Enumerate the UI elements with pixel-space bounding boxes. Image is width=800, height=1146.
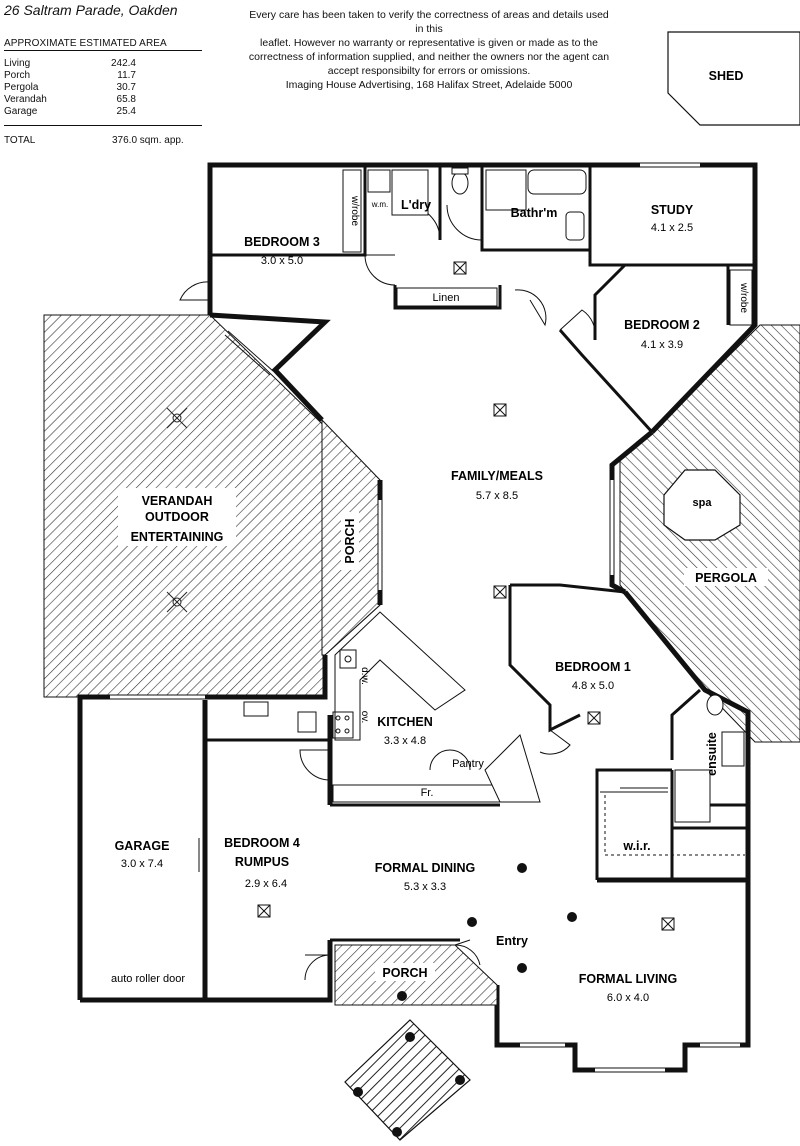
disclaimer-text: Every care has been taken to verify the …	[244, 8, 614, 92]
doors	[179, 204, 596, 981]
linen-label: Linen	[433, 292, 460, 304]
garage-dim: 3.0 x 7.4	[121, 858, 163, 870]
wardrobe-bed2	[729, 269, 753, 326]
bedroom1-name: BEDROOM 1	[555, 660, 631, 674]
bathroom-fixtures	[243, 167, 745, 823]
shed-label: SHED	[709, 69, 744, 83]
total-area-label: TOTAL	[4, 135, 36, 146]
kitchen-dim: 3.3 x 4.8	[384, 735, 426, 747]
verandah-label-3: ENTERTAINING	[131, 530, 224, 544]
shed-outline	[667, 31, 800, 126]
disclaimer-line: leaflet. However no warranty or represen…	[260, 37, 598, 49]
ceiling-fan-icon	[166, 407, 188, 429]
oven-label: ov.	[359, 711, 370, 724]
side-porch-label: PORCH	[343, 518, 357, 563]
bedroom3-dim: 3.0 x 5.0	[261, 255, 303, 267]
ceiling-vent-icons	[257, 261, 675, 931]
ensuite-label: ensuite	[705, 732, 719, 776]
area-row: Verandah 65.8	[4, 94, 136, 105]
linen-cupboard	[396, 287, 498, 307]
bedroom2-dim: 4.1 x 3.9	[641, 339, 683, 351]
study-dim: 4.1 x 2.5	[651, 222, 693, 234]
property-address: 26 Saltram Parade, Oakden	[4, 2, 178, 18]
pergola-label: PERGOLA	[695, 571, 757, 585]
wardrobe-bed3	[342, 169, 362, 253]
bedroom4-name: BEDROOM 4	[224, 836, 300, 850]
wir-shelving	[604, 795, 745, 856]
disclaimer-line: correctness of information supplied, and…	[248, 51, 610, 63]
area-row-label: Porch	[4, 70, 31, 81]
pantry-label: Pantry	[452, 758, 484, 770]
kitchen-name: KITCHEN	[377, 715, 433, 729]
bedroom4-dim: 2.9 x 6.4	[245, 878, 287, 890]
roller-door-label: auto roller door	[111, 973, 185, 985]
disclaimer-line: Every care has been taken to verify the …	[249, 9, 609, 35]
bathroom-label: Bathr'm	[511, 206, 558, 220]
area-row: Garage 25.4	[4, 106, 136, 117]
entry-label: Entry	[496, 934, 528, 948]
kitchen-benches	[332, 611, 541, 803]
family-name: FAMILY/MEALS	[451, 469, 543, 483]
laundry-label: L'dry	[401, 198, 431, 212]
living-name: FORMAL LIVING	[579, 972, 677, 986]
dining-dim: 5.3 x 3.3	[404, 881, 446, 893]
total-area-value: 376.0 sqm. app.	[112, 135, 184, 146]
area-row-value: 11.7	[117, 70, 136, 81]
study-name: STUDY	[651, 203, 694, 217]
bedroom2-name: BEDROOM 2	[624, 318, 700, 332]
ceiling-fan-icon	[166, 591, 188, 613]
rumpus-name: RUMPUS	[235, 855, 289, 869]
bedroom3-name: BEDROOM 3	[244, 235, 320, 249]
verandah-label-1: VERANDAH	[142, 494, 213, 508]
spa-outline	[663, 469, 741, 541]
front-porch-label: PORCH	[382, 966, 427, 980]
family-dim: 5.7 x 8.5	[476, 490, 518, 502]
wrobe-bed3-label: w/robe	[349, 195, 360, 226]
area-row-label: Pergola	[4, 82, 39, 93]
area-row: Pergola 30.7	[4, 82, 136, 93]
wrobe-bed2-label: w/robe	[738, 282, 749, 313]
area-row-value: 30.7	[116, 82, 136, 93]
area-row-value: 65.8	[116, 94, 136, 105]
area-table-rule	[4, 125, 202, 126]
area-row-label: Verandah	[4, 94, 47, 105]
dining-name: FORMAL DINING	[375, 861, 475, 875]
sink-icon	[339, 649, 357, 669]
area-row-value: 25.4	[116, 106, 136, 117]
dishwasher-label: d.w.	[359, 667, 370, 685]
light-fittings	[353, 863, 577, 1137]
area-row: Porch 11.7	[4, 70, 136, 81]
area-row-label: Living	[4, 58, 31, 69]
living-dim: 6.0 x 4.0	[607, 992, 649, 1004]
spa-label: spa	[693, 497, 713, 509]
washing-machine-label: w.m.	[371, 200, 388, 209]
area-row: Living 242.4	[4, 58, 136, 69]
interior-walls	[205, 165, 755, 942]
cooktop-icon	[332, 711, 354, 739]
disclaimer-line: accept responsibilty for errors or omiss…	[327, 65, 531, 77]
garage-name: GARAGE	[115, 839, 170, 853]
front-deck-area	[344, 1019, 471, 1141]
area-row-value: 242.4	[110, 58, 136, 69]
area-table-title: APPROXIMATE ESTIMATED AREA	[4, 38, 202, 51]
wir-label: w.i.r.	[622, 839, 650, 853]
area-row-label: Garage	[4, 106, 38, 117]
windows	[100, 162, 740, 1073]
bedroom1-dim: 4.8 x 5.0	[572, 680, 614, 692]
disclaimer-line: Imaging House Advertising, 168 Halifax S…	[285, 79, 573, 91]
fridge-label: Fr.	[421, 787, 434, 799]
verandah-label-2: OUTDOOR	[145, 510, 209, 524]
